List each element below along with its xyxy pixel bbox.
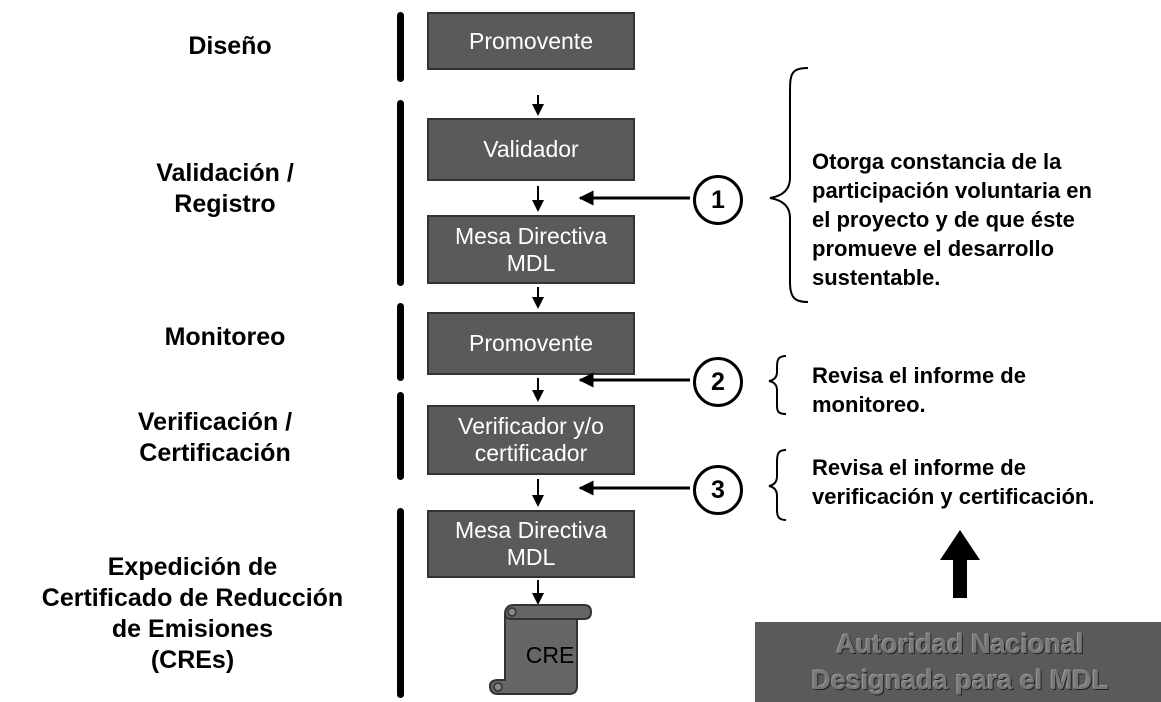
phase-validation: Validación / Registro <box>156 159 294 218</box>
note-step-3: Revisa el informe de verificación y cert… <box>812 455 1095 509</box>
step-circle-1: 1 <box>693 175 743 225</box>
authority-box: Autoridad Nacional Designada para el MDL <box>755 622 1161 702</box>
brace-2 <box>768 355 787 415</box>
box-validador: Validador <box>427 118 635 181</box>
step-circle-2: 2 <box>693 357 743 407</box>
step-circle-3: 3 <box>693 465 743 515</box>
box-mesa-directiva-registro: Mesa Directiva MDL <box>427 215 635 284</box>
phase-bar-verification <box>397 392 404 480</box>
phase-monitoring: Monitoreo <box>164 323 286 351</box>
box-promovente-design: Promovente <box>427 12 635 70</box>
note-step-1: Otorga constancia de la participación vo… <box>812 149 1092 290</box>
authority-up-arrow <box>940 530 980 598</box>
box-mesa-directiva-expedicion: Mesa Directiva MDL <box>427 510 635 578</box>
phase-bar-monitoring <box>397 303 404 381</box>
phase-design: Diseño <box>188 32 272 60</box>
brace-1 <box>769 67 809 303</box>
cre-scroll-icon <box>488 604 593 695</box>
phase-bar-validation <box>397 100 404 286</box>
brace-3 <box>768 449 787 521</box>
phase-bar-design <box>397 12 404 82</box>
phase-verification: Verificación / Certificación <box>137 408 293 467</box>
cre-label: CRE <box>525 642 575 668</box>
box-verificador: Verificador y/o certificador <box>427 405 635 475</box>
phase-issuance: Expedición de Certificado de Reducción d… <box>41 553 344 674</box>
note-step-2: Revisa el informe de monitoreo. <box>812 363 1026 417</box>
phase-bar-issuance <box>397 508 404 698</box>
box-promovente-monitoreo: Promovente <box>427 312 635 375</box>
